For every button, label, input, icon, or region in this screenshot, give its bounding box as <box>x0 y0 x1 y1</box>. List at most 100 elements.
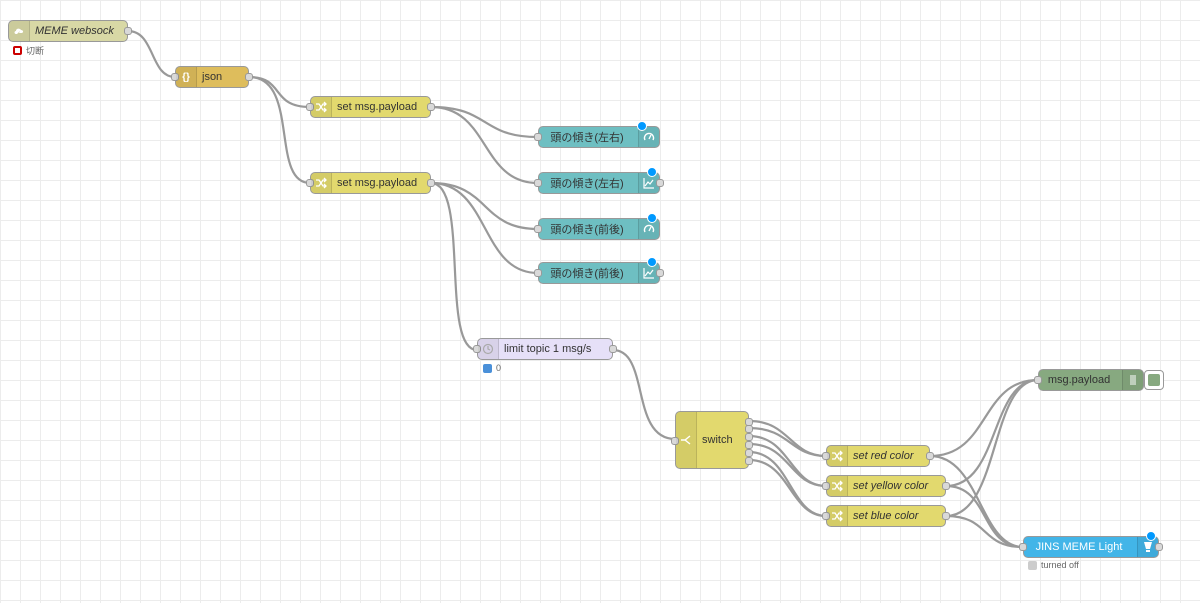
shuffle-icon <box>827 476 848 496</box>
node-label: 頭の傾き(左右) <box>550 132 624 144</box>
output-port[interactable] <box>1155 543 1163 551</box>
dashboard-gauge-node-fb[interactable]: 頭の傾き(前後) <box>534 213 660 240</box>
node-label: 頭の傾き(前後) <box>550 268 624 280</box>
input-port[interactable] <box>306 179 314 187</box>
input-port[interactable] <box>1019 543 1027 551</box>
output-port[interactable] <box>609 345 617 353</box>
json-braces-icon: {} <box>176 67 197 87</box>
node-label: MEME websock <box>35 25 114 37</box>
switch-branch-icon <box>676 412 697 468</box>
output-port-2[interactable] <box>745 425 753 433</box>
wire <box>945 484 1024 549</box>
output-port[interactable] <box>656 269 664 277</box>
node-label: JINS MEME Light <box>1035 541 1123 553</box>
lightbulb-icon <box>1137 537 1158 557</box>
node-label: set msg.payload <box>337 177 418 189</box>
input-port[interactable] <box>534 225 542 233</box>
input-port[interactable] <box>534 269 542 277</box>
node-label: json <box>202 71 223 83</box>
gauge-icon <box>638 219 659 239</box>
input-port[interactable] <box>1034 376 1042 384</box>
changed-badge <box>1146 531 1156 541</box>
output-port[interactable] <box>926 452 934 460</box>
line-chart-icon <box>638 263 659 283</box>
websocket-in-node[interactable]: MEME websock <box>8 20 132 42</box>
change-node-set-yellow[interactable]: set yellow color <box>822 475 950 497</box>
output-port[interactable] <box>656 179 664 187</box>
node-label: set red color <box>853 450 914 462</box>
wire <box>945 514 1024 549</box>
status-dot <box>13 46 22 55</box>
change-node-set-payload-1[interactable]: set msg.payload <box>306 96 435 118</box>
wire <box>748 426 827 458</box>
shuffle-icon <box>827 506 848 526</box>
line-chart-icon <box>638 173 659 193</box>
output-port[interactable] <box>427 103 435 111</box>
input-port[interactable] <box>671 437 679 445</box>
debug-toggle-indicator <box>1148 374 1160 386</box>
status-text: 切断 <box>26 46 45 56</box>
wire <box>929 378 1039 458</box>
changed-badge <box>637 121 647 131</box>
changed-badge <box>647 167 657 177</box>
wire <box>945 378 1039 518</box>
jins-meme-light-node[interactable]: JINS MEME Light <box>1019 531 1163 558</box>
output-port[interactable] <box>245 73 253 81</box>
output-port[interactable] <box>124 27 132 35</box>
input-port[interactable] <box>171 73 179 81</box>
change-node-set-payload-2[interactable]: set msg.payload <box>306 172 435 194</box>
changed-badge <box>647 213 657 223</box>
gauge-icon <box>638 127 659 147</box>
output-port[interactable] <box>427 179 435 187</box>
status-dot <box>483 363 492 373</box>
delay-limit-node[interactable]: limit topic 1 msg/s <box>473 338 617 360</box>
debug-toggle-button[interactable] <box>1144 370 1164 390</box>
change-node-set-red[interactable]: set red color <box>822 445 934 467</box>
dashboard-chart-node-lr[interactable]: 頭の傾き(左右) <box>534 167 664 194</box>
node-label: limit topic 1 msg/s <box>504 343 592 355</box>
status-text: 0 <box>496 363 502 373</box>
wire <box>748 442 827 488</box>
output-port[interactable] <box>942 482 950 490</box>
wire <box>612 348 676 441</box>
input-port[interactable] <box>306 103 314 111</box>
output-port-3[interactable] <box>745 433 753 441</box>
light-status: turned off <box>1028 560 1079 570</box>
wire <box>430 181 478 352</box>
wire <box>929 454 1024 549</box>
node-label: set blue color <box>853 510 919 522</box>
debug-list-icon <box>1122 370 1143 390</box>
switch-node[interactable]: switch <box>671 411 753 469</box>
dashboard-gauge-node-lr[interactable]: 頭の傾き(左右) <box>534 121 660 148</box>
debug-node[interactable]: msg.payload <box>1034 369 1144 391</box>
wire <box>430 105 539 139</box>
node-label: set msg.payload <box>337 101 418 113</box>
node-label: 頭の傾き(左右) <box>550 178 624 190</box>
input-port[interactable] <box>534 133 542 141</box>
wire <box>430 105 539 185</box>
output-port-6[interactable] <box>745 457 753 465</box>
output-port-5[interactable] <box>745 449 753 457</box>
changed-badge <box>647 257 657 267</box>
shuffle-icon <box>311 97 332 117</box>
input-port[interactable] <box>822 482 830 490</box>
json-node[interactable]: {} json <box>171 66 253 88</box>
input-port[interactable] <box>534 179 542 187</box>
node-label: 頭の傾き(前後) <box>550 224 624 236</box>
websocket-cloud-icon <box>9 21 30 41</box>
output-port-4[interactable] <box>745 441 753 449</box>
wire <box>430 181 539 275</box>
node-label: set yellow color <box>853 480 929 492</box>
change-node-set-blue[interactable]: set blue color <box>822 505 950 527</box>
limit-status: 0 <box>483 363 501 373</box>
dashboard-chart-node-fb[interactable]: 頭の傾き(前後) <box>534 257 664 284</box>
websocket-status: 切断 <box>13 44 44 57</box>
input-port[interactable] <box>822 452 830 460</box>
wire <box>127 29 176 79</box>
wire <box>748 458 827 518</box>
input-port[interactable] <box>822 512 830 520</box>
input-port[interactable] <box>473 345 481 353</box>
output-port[interactable] <box>942 512 950 520</box>
wire <box>430 181 539 231</box>
